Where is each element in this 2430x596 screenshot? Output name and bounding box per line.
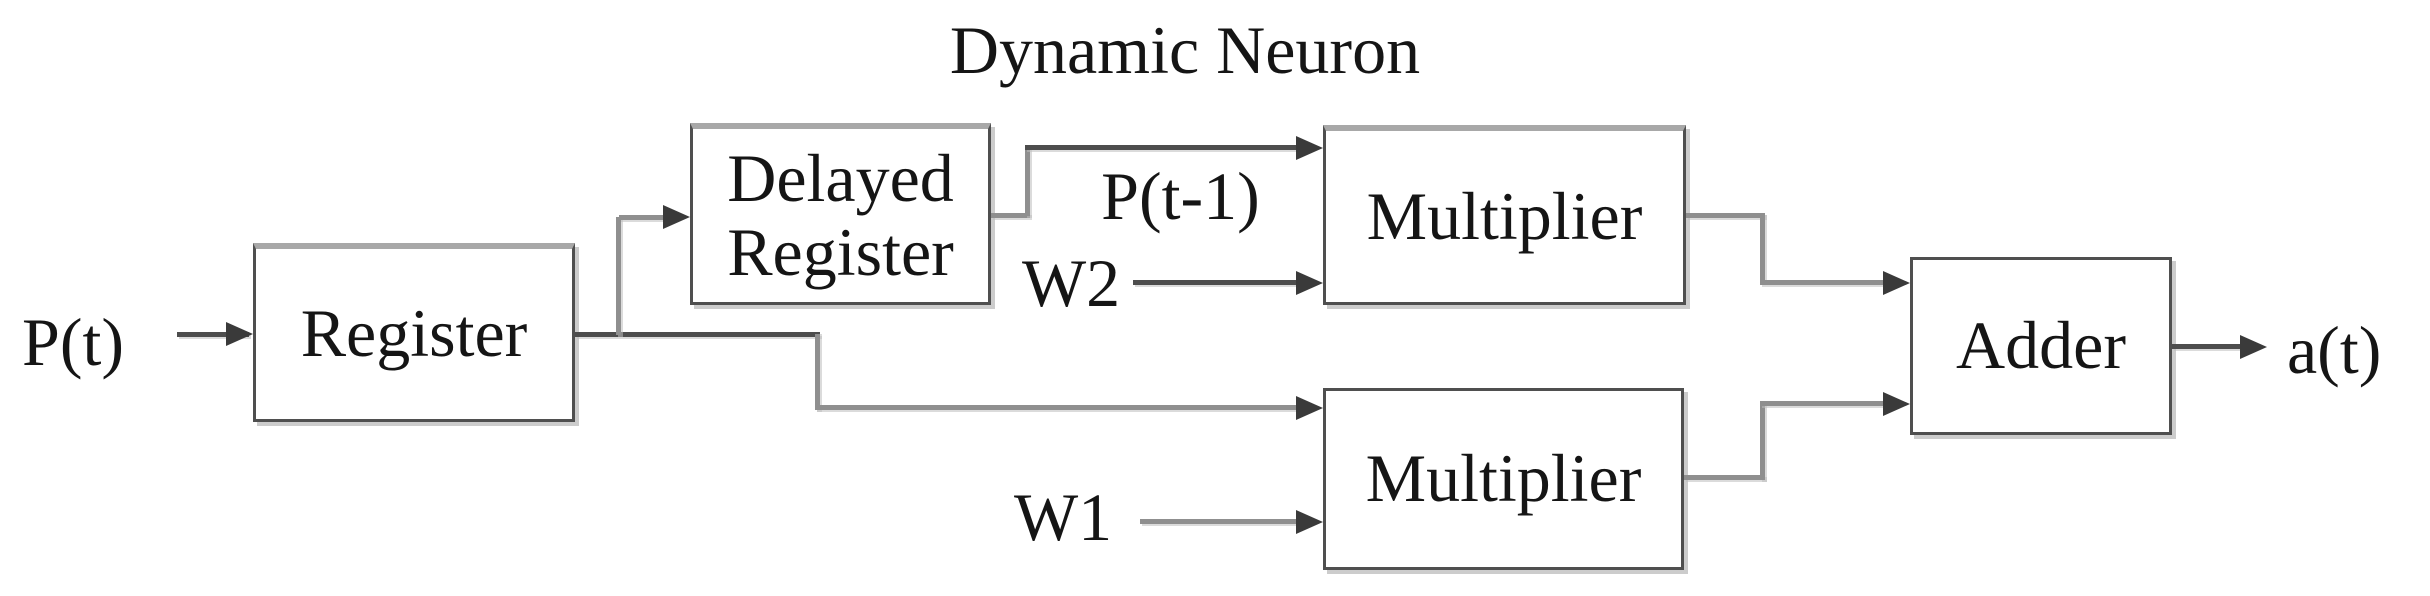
connector-delayed-register-output <box>991 213 1030 218</box>
connector-weight1-to-multiplier-bottom <box>1140 519 1298 524</box>
connector-delayed-register-up-vertical <box>1025 145 1030 216</box>
register-block-label: Register <box>300 295 528 372</box>
adder-block: Adder <box>1910 257 2172 435</box>
arrowhead-icon-register-input <box>226 322 253 346</box>
weight1-label: W1 <box>1014 479 1113 555</box>
connector-branch-to-delayed-register <box>619 215 666 220</box>
connector-input-to-register <box>177 332 249 337</box>
connector-multiplier-bottom-up-vertical <box>1760 402 1765 480</box>
multiplier-bottom-block-label: Multiplier <box>1365 440 1642 517</box>
input-signal-label: P(t) <box>22 304 124 380</box>
arrowhead-icon-adder-input2 <box>1883 392 1910 416</box>
connector-to-adder-bottom-input <box>1760 401 1886 406</box>
multiplier-top-block: Multiplier <box>1323 125 1686 305</box>
connector-register-to-multiplier-bottom <box>815 405 1300 410</box>
multiplier-bottom-block: Multiplier <box>1323 388 1684 570</box>
arrowhead-icon-multiplier-bottom-input2 <box>1296 510 1323 534</box>
register-block: Register <box>253 243 575 422</box>
connector-delayed-signal-to-multiplier-top <box>1025 145 1298 150</box>
adder-block-label: Adder <box>1956 307 2126 384</box>
connector-branch-up-vertical <box>616 217 621 335</box>
arrowhead-icon-adder-input1 <box>1883 271 1910 295</box>
connector-multiplier-bottom-output <box>1684 475 1765 480</box>
delayed-register-block-label: Delayed Register <box>727 140 954 290</box>
connector-register-output <box>575 332 820 337</box>
connector-adder-output <box>2172 344 2242 349</box>
connector-multiplier-top-output <box>1686 213 1765 218</box>
connector-multiplier-top-down-vertical <box>1760 213 1765 283</box>
multiplier-top-block-label: Multiplier <box>1366 177 1643 254</box>
connector-to-adder-top-input <box>1760 280 1886 285</box>
arrowhead-icon-multiplier-top-input1 <box>1296 136 1323 160</box>
connector-step-down-vertical <box>815 334 820 410</box>
diagram-title: Dynamic Neuron <box>949 12 1421 88</box>
arrowhead-icon-output <box>2240 335 2267 359</box>
arrowhead-icon-multiplier-top-input2 <box>1296 271 1323 295</box>
arrowhead-icon-delayed-register-input <box>663 205 690 229</box>
arrowhead-icon-multiplier-bottom-input1 <box>1296 396 1323 420</box>
connector-weight2-to-multiplier-top <box>1133 280 1298 285</box>
delayed-register-block: Delayed Register <box>690 123 991 305</box>
output-signal-label: a(t) <box>2287 312 2382 388</box>
delayed-signal-label: P(t-1) <box>1101 158 1260 234</box>
weight2-label: W2 <box>1022 245 1121 321</box>
